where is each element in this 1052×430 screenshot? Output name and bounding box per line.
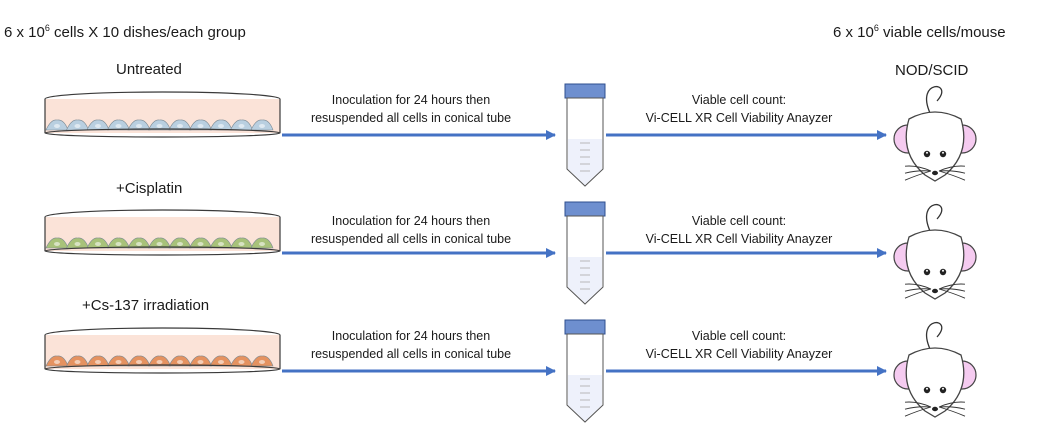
mouse-cisplatin [893, 203, 977, 300]
row-cisplatin [44, 201, 977, 305]
cells-per-group-header: 6 x 106 cells X 10 dishes/each group [4, 23, 246, 41]
petri-dish-untreated [44, 91, 281, 138]
row-untreated [44, 83, 977, 187]
conical-tube-cisplatin [564, 201, 606, 305]
step2-text-untreated: Viable cell count:Vi-CELL XR Cell Viabil… [645, 93, 833, 125]
step2-text-irradiation: Viable cell count:Vi-CELL XR Cell Viabil… [645, 329, 833, 361]
row-irradiation [44, 319, 977, 423]
conical-tube-untreated [564, 83, 606, 187]
mouse-irradiation [893, 321, 977, 418]
group-label-cisplatin: +Cisplatin [116, 180, 183, 197]
conical-tube-irradiation [564, 319, 606, 423]
cells-per-mouse-header: 6 x 106 viable cells/mouse [833, 23, 1006, 41]
recipient-strain-label: NOD/SCID [895, 62, 969, 79]
petri-dish-cisplatin [44, 209, 281, 256]
group-label-untreated: Untreated [116, 61, 182, 78]
step2-text-cisplatin: Viable cell count:Vi-CELL XR Cell Viabil… [645, 214, 833, 246]
petri-dish-irradiation [44, 327, 281, 374]
group-label-irradiation: +Cs-137 irradiation [82, 297, 210, 314]
mouse-untreated [893, 85, 977, 182]
